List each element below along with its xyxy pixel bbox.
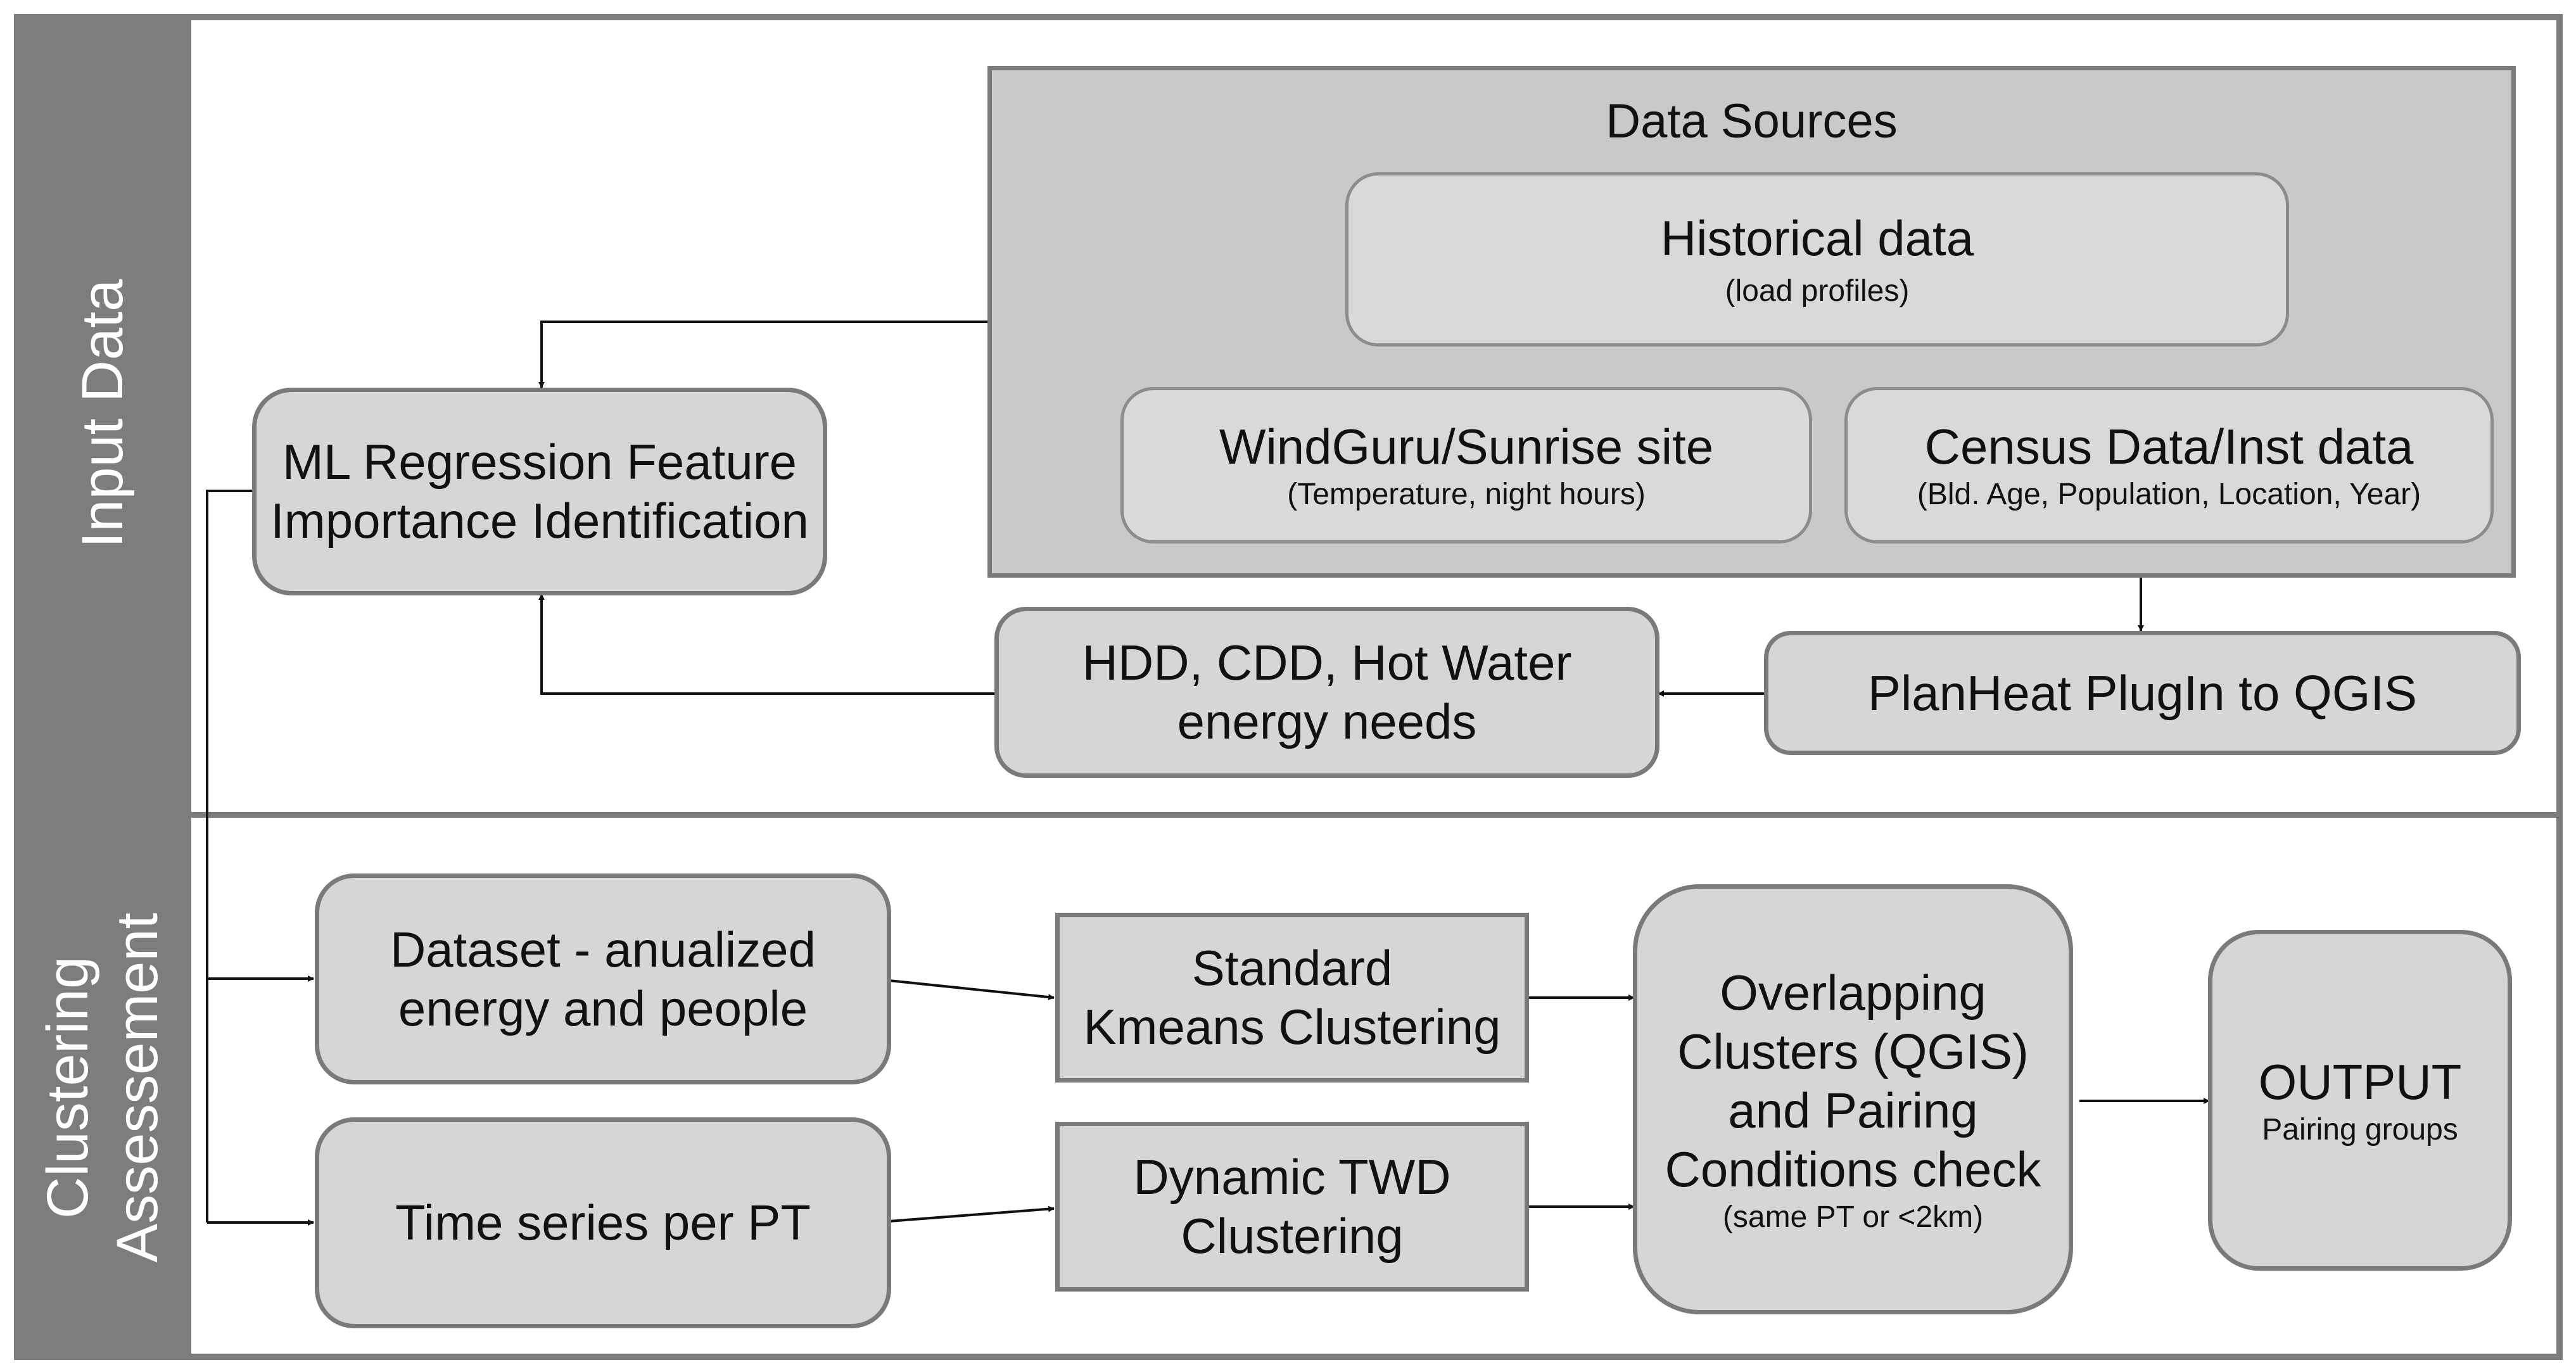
overlap-line2: Clusters (QGIS) [1677, 1023, 2029, 1079]
diagram-frame-bottom [14, 1354, 2563, 1360]
overlap-line1: Overlapping [1720, 964, 1986, 1020]
census-box: Census Data/Inst data (Bld. Age, Populat… [1844, 387, 2494, 543]
planheat-title: PlanHeat PlugIn to QGIS [1867, 664, 2418, 721]
ml-regression-line2: Importance Identification [270, 493, 809, 549]
hdd-cdd-line2: energy needs [1177, 694, 1477, 749]
arrow-hdd-to-ml [538, 594, 996, 695]
arrow-datasources-to-ml [538, 321, 989, 388]
overlap-box: Overlapping Clusters (QGIS) and Pairing … [1633, 884, 2073, 1314]
kmeans-line2: Kmeans Clustering [1083, 999, 1501, 1055]
dataset-box: Dataset - anualized energy and people [315, 873, 891, 1084]
hdd-cdd-line1: HDD, CDD, Hot Water [1082, 635, 1572, 690]
twd-line1: Dynamic TWD [1133, 1149, 1451, 1205]
ml-regression-box: ML Regression Feature Importance Identif… [252, 388, 827, 595]
arrow-timeseries-to-twd [889, 1205, 1055, 1223]
diagram-frame-top [14, 14, 2563, 20]
hdd-cdd-box: HDD, CDD, Hot Water energy needs [994, 607, 1659, 778]
ml-regression-line1: ML Regression Feature [282, 434, 797, 490]
dataset-line1: Dataset - anualized [390, 921, 816, 977]
twd-box: Dynamic TWD Clustering [1055, 1122, 1529, 1292]
historical-data-sub: (load profiles) [1725, 274, 1910, 308]
historical-data-title: Historical data [1660, 210, 1974, 266]
lane-clustering-assessment: Clustering Assessement [14, 816, 191, 1359]
overlap-sub: (same PT or <2km) [1722, 1200, 1984, 1234]
census-title: Census Data/Inst data [1924, 419, 2414, 474]
overlap-line3: and Pairing [1728, 1082, 1978, 1138]
twd-line2: Clustering [1181, 1208, 1404, 1264]
lane-input-data: Input Data [14, 14, 191, 813]
windguru-box: WindGuru/Sunrise site (Temperature, nigh… [1120, 387, 1812, 543]
windguru-sub: (Temperature, night hours) [1287, 478, 1646, 511]
line-ml-to-clustering-trunk [206, 490, 253, 1223]
lane-divider [14, 812, 2563, 818]
arrow-dataset-to-kmeans [889, 979, 1055, 1001]
dataset-line2: energy and people [398, 980, 808, 1036]
planheat-box: PlanHeat PlugIn to QGIS [1764, 631, 2521, 755]
output-box: OUTPUT Pairing groups [2208, 930, 2512, 1271]
output-title: OUTPUT [2258, 1053, 2462, 1110]
census-sub: (Bld. Age, Population, Location, Year) [1917, 478, 2421, 511]
output-sub: Pairing groups [2262, 1112, 2458, 1147]
overlap-line4: Conditions check [1665, 1141, 2041, 1197]
timeseries-box: Time series per PT [315, 1117, 891, 1328]
kmeans-box: Standard Kmeans Clustering [1055, 913, 1529, 1083]
data-sources-title: Data Sources [1606, 94, 1898, 148]
kmeans-line1: Standard [1191, 940, 1393, 996]
windguru-title: WindGuru/Sunrise site [1219, 419, 1714, 474]
timeseries-title: Time series per PT [395, 1195, 811, 1250]
diagram-frame-right [2556, 14, 2563, 1360]
historical-data-box: Historical data (load profiles) [1345, 172, 2289, 346]
